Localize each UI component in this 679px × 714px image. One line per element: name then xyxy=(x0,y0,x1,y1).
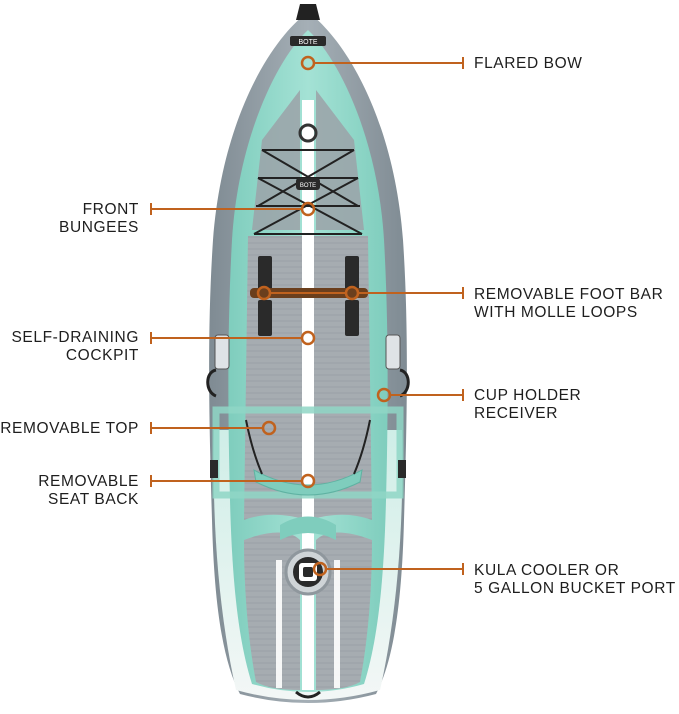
bow-badge xyxy=(290,36,326,46)
target-self-draining xyxy=(300,330,316,346)
label-seat-back: REMOVABLE SEAT BACK xyxy=(38,473,139,508)
stern-arch xyxy=(280,516,336,540)
side-handle-left xyxy=(214,334,230,370)
side-tab-right xyxy=(398,460,406,478)
seat-back xyxy=(253,469,363,496)
callout-leaders xyxy=(150,57,464,575)
foot-track-right-lower xyxy=(345,300,359,336)
target-flared-bow xyxy=(300,55,316,71)
label-flared-bow: FLARED BOW xyxy=(474,55,583,72)
target-foot-bar-right xyxy=(344,285,360,301)
callout-targets xyxy=(256,55,392,577)
target-removable-top xyxy=(261,420,277,436)
target-front-bungees xyxy=(300,201,316,217)
label-cooler-port: KULA COOLER OR 5 GALLON BUCKET PORT xyxy=(474,562,676,597)
label-front-bungees: FRONT BUNGEES xyxy=(59,201,139,236)
seat-strap-left xyxy=(245,419,263,475)
foot-track-left-lower xyxy=(258,300,272,336)
foot-track-left-upper xyxy=(258,256,272,292)
label-removable-top: REMOVABLE TOP xyxy=(0,420,139,437)
mid-badge-text: BOTE xyxy=(300,183,316,189)
side-loop-left xyxy=(206,368,217,398)
stern-handle xyxy=(295,690,321,699)
bow-badge-text: BOTE xyxy=(298,39,317,46)
bow-dring xyxy=(298,123,318,143)
label-foot-bar: REMOVABLE FOOT BAR WITH MOLLE LOOPS xyxy=(474,286,664,321)
foot-track-right-upper xyxy=(345,256,359,292)
side-tab-left xyxy=(210,460,218,478)
side-handle-right xyxy=(385,334,401,370)
target-cup-holder xyxy=(376,387,392,403)
label-self-draining: SELF-DRAINING COCKPIT xyxy=(11,329,139,364)
stern-stripe-left xyxy=(276,560,282,688)
target-seat-back xyxy=(300,473,316,489)
target-cooler-port xyxy=(312,561,328,577)
stern-stripe-right xyxy=(334,560,340,688)
mid-badge xyxy=(296,178,320,190)
seat-strap-right xyxy=(353,419,371,475)
label-cup-holder: CUP HOLDER RECEIVER xyxy=(474,387,582,422)
target-foot-bar-left xyxy=(256,285,272,301)
center-stripe xyxy=(302,100,314,690)
bow-tip xyxy=(296,4,320,20)
